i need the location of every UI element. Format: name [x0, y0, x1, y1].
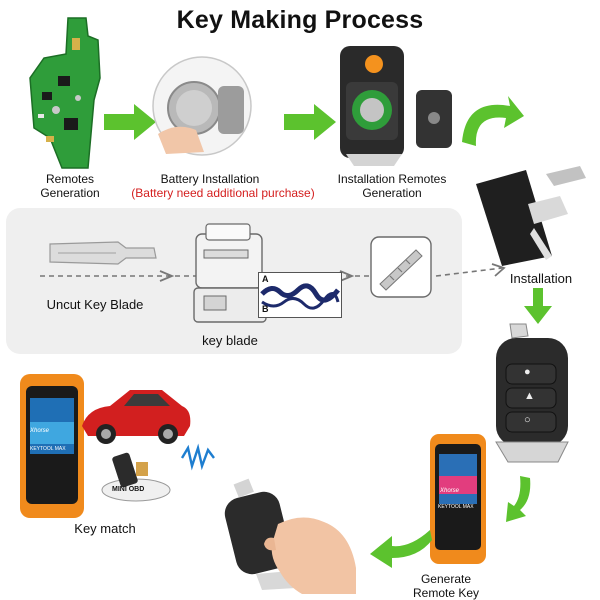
label-battery-note: (Battery need additional purchase)	[131, 186, 315, 200]
page-title: Key Making Process	[176, 6, 424, 34]
keytool-device-left-image	[20, 374, 84, 518]
key-cutting-machine-image	[193, 223, 267, 323]
cut-profile-image	[258, 272, 342, 318]
cut-key-image	[370, 236, 432, 298]
flip-key-image	[495, 323, 569, 463]
arrow-right-2-icon	[284, 104, 336, 140]
open-remote-image	[340, 46, 452, 166]
remote-pcb-image	[29, 17, 101, 169]
label-remotes-generation: Remotes Generation	[40, 172, 100, 200]
label-key-match: Key match	[74, 521, 136, 536]
trunk-icon: ▲	[524, 390, 535, 402]
device-right-brand: Xhorse	[440, 488, 460, 494]
cut-track-b-label: B	[262, 304, 269, 314]
cut-track-a-label: A	[262, 274, 269, 284]
label-installation-remotes-generation: Installation Remotes Generation	[337, 172, 447, 200]
uncut-key-blade-image	[49, 241, 157, 265]
lock-icon: ●	[524, 366, 531, 378]
hand-with-key-image	[224, 478, 356, 594]
battery-installation-image	[152, 56, 252, 156]
mini-obd-image	[101, 452, 171, 502]
arrow-down-icon	[524, 288, 552, 324]
label-installation: Installation	[509, 271, 573, 286]
device-left-screen-text: KEYTOOL MAX	[30, 446, 66, 452]
label-key-blade: key blade	[202, 333, 258, 348]
unlock-icon: ○	[524, 414, 531, 426]
red-car-image	[82, 390, 191, 444]
keytool-device-right-image	[430, 434, 486, 564]
device-right-screen-text: KEYTOOL MAX	[438, 504, 474, 510]
arrow-curve-icon	[462, 96, 524, 146]
label-generate-remote-key: Generate Remote Key	[412, 572, 480, 600]
wireless-signal-icon	[180, 443, 215, 471]
label-battery-installation: Battery Installation	[160, 172, 260, 186]
arrow-left-icon	[370, 530, 432, 568]
remote-installation-image	[476, 166, 586, 266]
arrow-down-curve-icon	[506, 476, 531, 522]
arrow-right-1-icon	[104, 104, 156, 140]
mini-obd-label: MINI OBD	[112, 486, 145, 493]
device-left-brand: Xhorse	[30, 428, 50, 434]
label-uncut-key-blade: Uncut Key Blade	[46, 297, 144, 312]
